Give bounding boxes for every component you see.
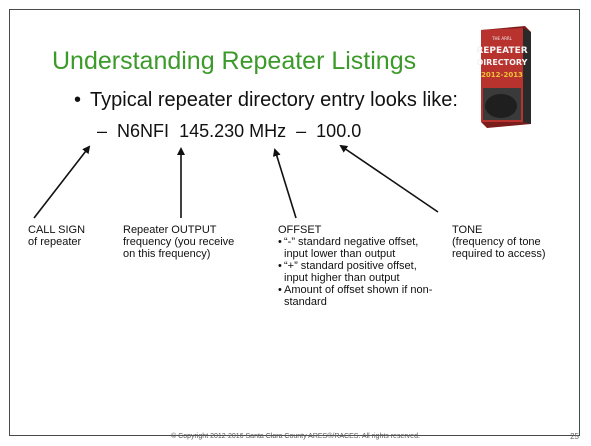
svg-text:DIRECTORY: DIRECTORY [477,58,528,67]
repeater-directory-book-image: THE ARRL REPEATER DIRECTORY 2012-2013 [477,26,531,128]
label-output-line-3: on this frequency) [123,248,211,260]
label-tone: TONE (frequency of tone required to acce… [452,224,546,260]
label-offset-heading: OFFSET [278,224,322,236]
entry-dash: – [97,121,108,141]
label-output-line-1: Repeater OUTPUT [123,224,217,236]
tone-arrow [339,144,439,213]
label-tone-line-2: (frequency of tone [452,236,541,248]
page-number: 25 [570,432,579,441]
bullet-text: Typical repeater directory entry looks l… [90,89,458,111]
label-call-sign-line-1: CALL SIGN [28,224,86,236]
svg-text:THE ARRL: THE ARRL [491,36,513,41]
offset-item-nonstandard: Amount of offset shown if non-standard [278,284,443,308]
label-tone-line-1: TONE [452,224,483,236]
label-output-line-2: frequency (you receive [123,236,235,248]
directory-entry: – N6NFI 145.230 MHz – 100.0 [97,121,361,142]
slide-title: Understanding Repeater Listings [52,47,417,75]
offset-arrow [272,148,297,219]
callsign-arrow [33,145,91,219]
svg-text:2012-2013: 2012-2013 [481,71,523,79]
entry-frequency: 145.230 MHz [179,121,287,141]
bullet-item: • Typical repeater directory entry looks … [74,89,458,112]
offset-item-negative: “-” standard negative offset, input lowe… [278,236,443,260]
label-call-sign-line-2: of repeater [28,236,82,248]
entry-tone: 100.0 [316,121,362,141]
entry-separator: – [296,121,307,141]
offset-item-positive: “+” standard positive offset, input high… [278,260,443,284]
label-call-sign: CALL SIGN of repeater [28,224,85,248]
entry-callsign: N6NFI [117,121,170,141]
bullet-dot: • [74,89,82,111]
label-offset: OFFSET “-” standard negative offset, inp… [278,224,443,308]
svg-text:REPEATER: REPEATER [477,46,528,56]
label-tone-line-3: required to access) [452,248,546,260]
offset-list: “-” standard negative offset, input lowe… [278,236,443,308]
label-repeater-output: Repeater OUTPUT frequency (you receive o… [123,224,234,260]
copyright-footer: © Copyright 2012-2016 Santa Clara County… [171,433,420,440]
